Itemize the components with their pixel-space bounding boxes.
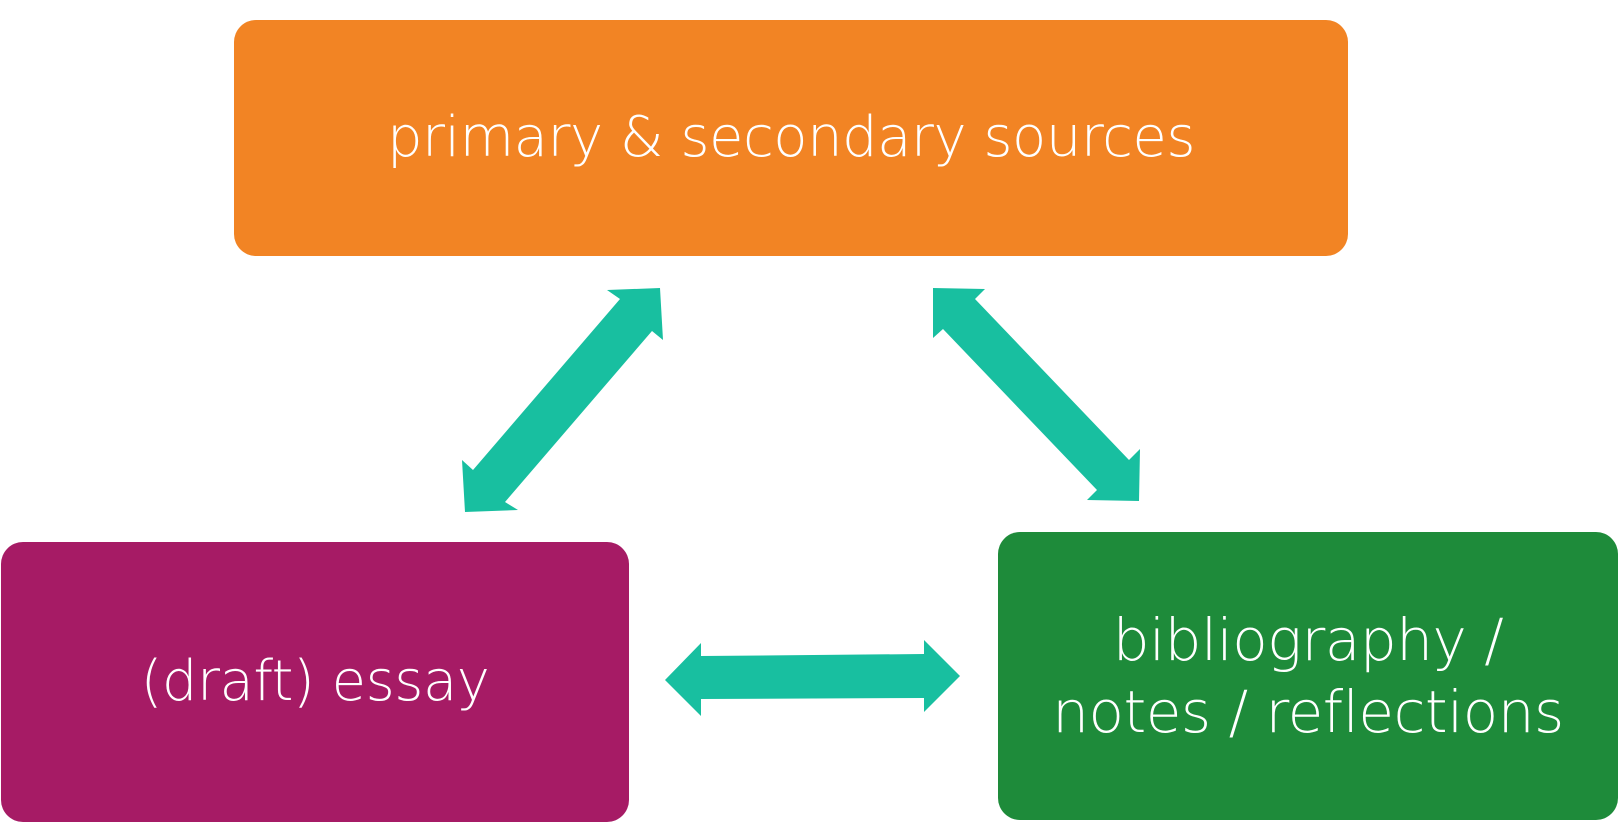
double-arrow-sources-essay bbox=[462, 288, 663, 512]
node-draft-essay: (draft) essay bbox=[1, 542, 629, 822]
node-primary-secondary-sources: primary & secondary sources bbox=[234, 20, 1348, 256]
node-label: (draft) essay bbox=[140, 649, 490, 714]
double-arrow-essay-bibliography bbox=[665, 640, 960, 716]
double-arrow-sources-bibliography bbox=[933, 288, 1140, 501]
node-label: bibliography / notes / reflections bbox=[1052, 604, 1564, 749]
node-bibliography-notes-reflections: bibliography / notes / reflections bbox=[998, 532, 1618, 820]
node-label: primary & secondary sources bbox=[386, 105, 1196, 170]
node-label-line-1: bibliography / bbox=[1112, 605, 1504, 674]
node-label-line-2: notes / reflections bbox=[1052, 678, 1564, 746]
